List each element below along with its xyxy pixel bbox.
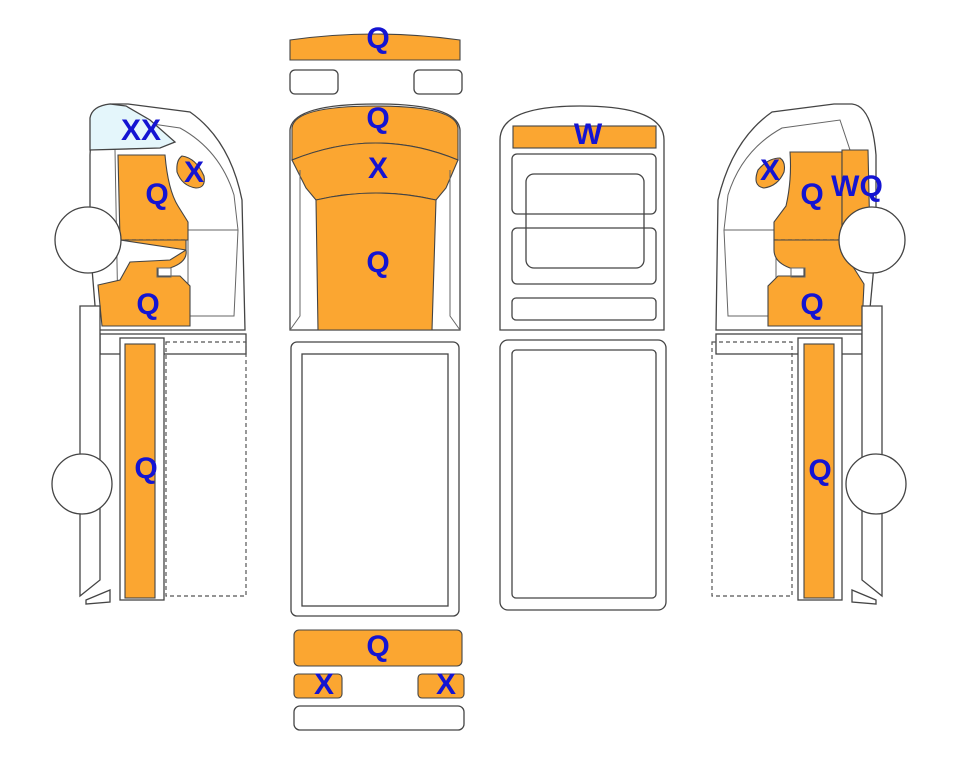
left-door-panel bbox=[117, 154, 189, 241]
label-left-window: XX bbox=[121, 114, 161, 147]
label-top-bumper: Q bbox=[366, 22, 389, 55]
left-side-view bbox=[51, 103, 247, 605]
left-window-panel bbox=[89, 103, 177, 151]
right-fender-panel bbox=[767, 239, 865, 327]
label-top-roof: Q bbox=[366, 246, 389, 279]
label-left-door: Q bbox=[145, 178, 168, 211]
top-roof-panel bbox=[315, 192, 437, 331]
top-front-bumper bbox=[289, 33, 461, 61]
top-tail-right-panel bbox=[417, 673, 465, 699]
right-mirror-panel bbox=[755, 157, 786, 189]
label-left-fender: Q bbox=[136, 288, 159, 321]
label-right-bed: Q bbox=[808, 454, 831, 487]
top-rear-bumper bbox=[293, 629, 463, 667]
damage-labels: Q Q X Q Q X X W XX X Q Q Q X Q WQ Q Q bbox=[121, 22, 883, 701]
label-left-bed: Q bbox=[134, 452, 157, 485]
left-mirror-panel bbox=[176, 155, 205, 189]
left-bed-panel bbox=[124, 343, 156, 599]
right-bed-panel bbox=[803, 343, 835, 599]
label-right-fender: Q bbox=[800, 288, 823, 321]
label-right-pillar: WQ bbox=[831, 170, 883, 203]
label-left-mirror: X bbox=[184, 156, 204, 189]
front-grille-panel bbox=[512, 125, 657, 149]
label-right-mirror: X bbox=[760, 154, 780, 187]
label-front-grille: W bbox=[574, 118, 603, 151]
right-side-view bbox=[711, 103, 907, 605]
label-top-tail-right: X bbox=[436, 668, 456, 701]
label-top-tail-left: X bbox=[314, 668, 334, 701]
front-view bbox=[499, 105, 667, 611]
label-top-hood: Q bbox=[366, 102, 389, 135]
label-top-rear-bumper: Q bbox=[366, 630, 389, 663]
label-right-door: Q bbox=[800, 178, 823, 211]
label-top-windshield: X bbox=[368, 152, 388, 185]
top-tail-left-panel bbox=[293, 673, 343, 699]
top-view bbox=[289, 33, 465, 731]
